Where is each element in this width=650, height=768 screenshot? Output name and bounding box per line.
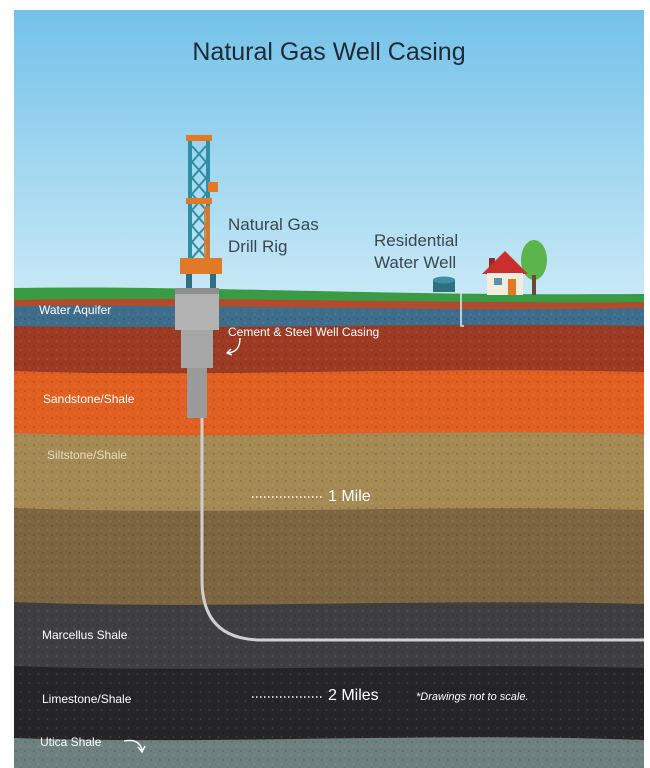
water-well	[433, 276, 464, 327]
depth-1-mile-label: 1 Mile	[328, 488, 371, 505]
grass-strip	[14, 287, 644, 303]
water-well-label: Residential Water Well	[374, 231, 459, 272]
diagram-title: Natural Gas Well Casing	[192, 38, 466, 66]
diagram-canvas: Natural Gas Well Casing Natural Gas Dril…	[14, 10, 644, 768]
house	[482, 240, 547, 295]
sandstone-shale-label: Sandstone/Shale	[43, 392, 135, 406]
cross-section-illustration	[14, 10, 644, 768]
marcellus-shale-label: Marcellus Shale	[42, 628, 128, 642]
well-casing-label: Cement & Steel Well Casing	[228, 325, 380, 339]
casing-arrow	[227, 337, 241, 354]
well-casing-inner	[187, 368, 207, 418]
drill-rig-label: Natural Gas Drill Rig	[228, 215, 319, 256]
drill-rig	[180, 135, 222, 288]
siltstone-shale-label: Siltstone/Shale	[47, 448, 128, 462]
utica-shale-label: Utica Shale	[40, 735, 102, 749]
wellbore-path	[200, 415, 644, 642]
not-to-scale-note: *Drawings not to scale.	[416, 691, 529, 703]
water-aquifer-label: Water Aquifer	[39, 303, 112, 317]
well-casing-outer	[175, 288, 219, 330]
well-casing-middle	[181, 330, 213, 368]
utica-arrow	[123, 739, 143, 751]
limestone-shale-label: Limestone/Shale	[42, 692, 132, 706]
rock-texture	[14, 310, 644, 768]
depth-2-miles-label: 2 Miles	[328, 687, 379, 704]
